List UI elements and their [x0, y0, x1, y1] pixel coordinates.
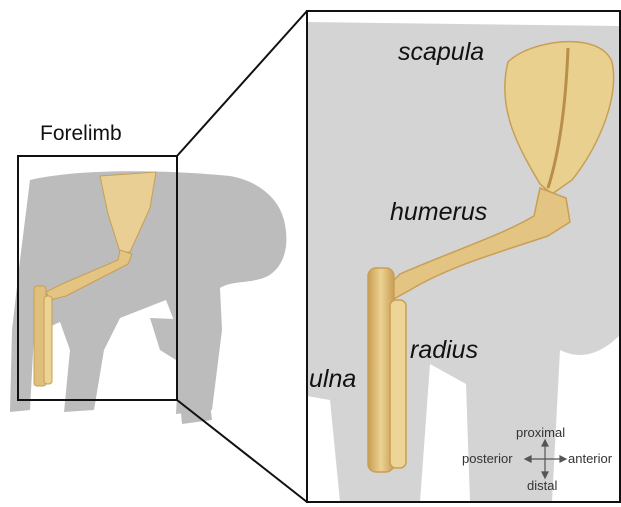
label-ulna: ulna [309, 365, 356, 394]
label-proximal: proximal [516, 425, 565, 440]
inset-title: Forelimb [40, 122, 122, 146]
label-humerus: humerus [390, 198, 487, 227]
radius-bone [390, 300, 406, 468]
connector-top [177, 11, 307, 156]
small-radius [44, 296, 52, 384]
zoom-panel [307, 11, 620, 502]
label-scapula: scapula [398, 38, 484, 67]
label-distal: distal [527, 478, 557, 493]
label-posterior: posterior [462, 451, 513, 466]
label-anterior: anterior [568, 451, 612, 466]
connector-bottom [177, 400, 307, 502]
label-radius: radius [410, 336, 478, 365]
